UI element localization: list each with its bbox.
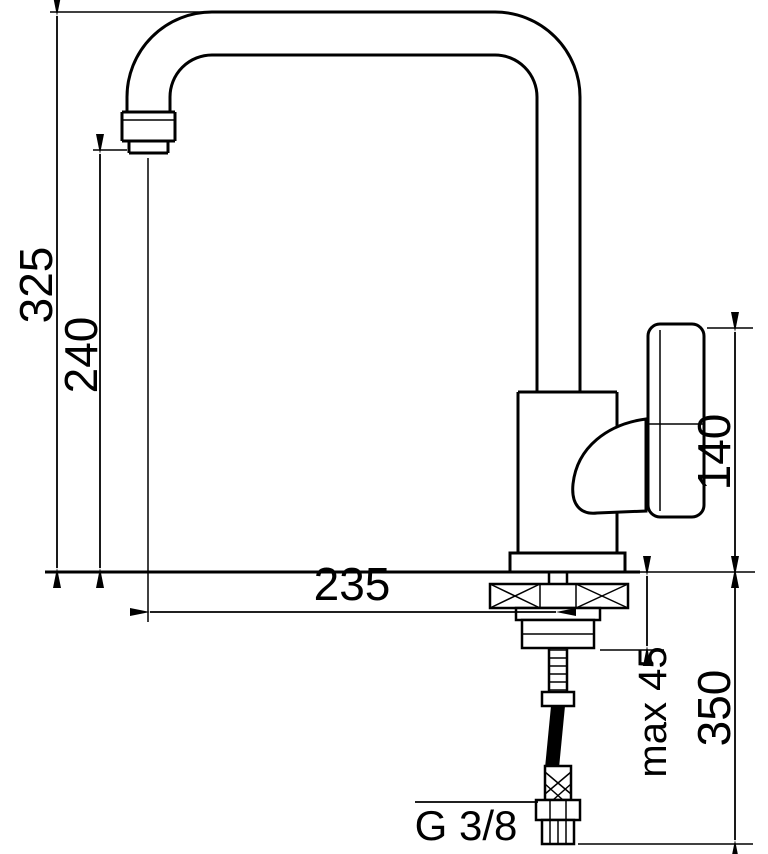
stud-threads xyxy=(549,649,567,691)
dim-label-body-height: 140 xyxy=(688,414,740,491)
flex-hose xyxy=(545,706,565,768)
gasket xyxy=(488,582,630,610)
dim-label-spout-height: 240 xyxy=(55,317,107,394)
dim-label-spout-reach: 235 xyxy=(314,558,391,610)
faucet-outline xyxy=(45,10,706,574)
spout-inner-contour xyxy=(168,53,539,392)
base-flange xyxy=(508,551,627,574)
connection-nut xyxy=(534,798,582,822)
hose-fitting xyxy=(540,690,576,708)
hose-ferrule xyxy=(543,764,573,802)
threaded-tail xyxy=(540,818,576,846)
washer xyxy=(514,606,602,622)
dim-label-thread-size: G 3/8 xyxy=(415,802,518,849)
spout-outer-contour xyxy=(125,10,582,392)
dim-label-overall-height: 325 xyxy=(10,247,62,324)
cartridge-shape xyxy=(571,417,648,515)
lock-nut xyxy=(520,618,596,650)
dim-label-max-thickness: max 45 xyxy=(631,646,675,777)
spout-outlet-aerator xyxy=(120,110,177,155)
handle-lever xyxy=(646,322,706,519)
dimension-annotations: 325 240 235 140 max 45 350 G 3/8 xyxy=(10,0,755,854)
dim-label-hose-length: 350 xyxy=(688,670,740,747)
